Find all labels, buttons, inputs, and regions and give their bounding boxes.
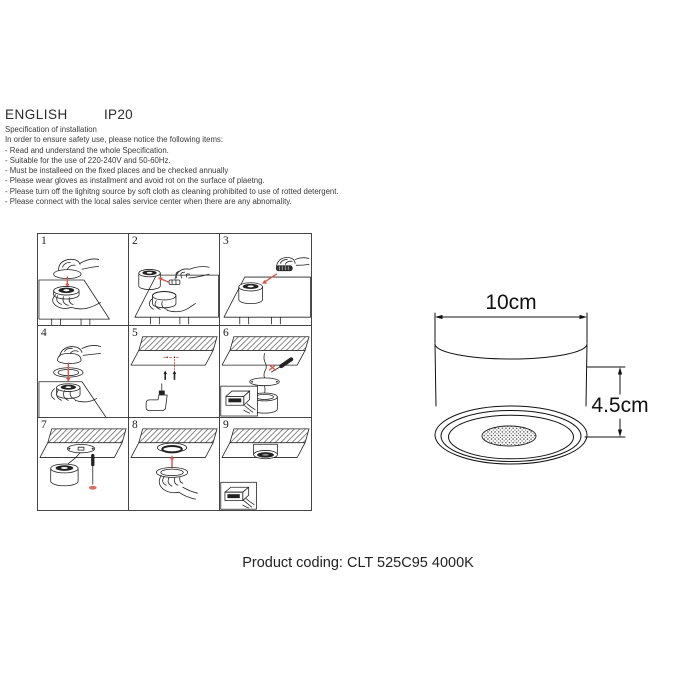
spec-item: - Must be installeed on the fixed places… — [5, 166, 229, 176]
product-coding: Product coding: CLT 525C95 4000K — [242, 555, 474, 571]
height-dimension-label: 4.5cm — [591, 394, 648, 417]
step-5-drawing — [130, 336, 218, 412]
step-number: 3 — [223, 235, 229, 247]
step-2-panel: 2 — [129, 234, 220, 326]
step-number: 8 — [132, 419, 138, 431]
spec-item: - Please wear gloves as installment and … — [5, 176, 265, 186]
spec-item: - Please turn off the lighitng source by… — [5, 186, 339, 196]
step-3-panel: 3 — [220, 234, 311, 326]
step-number: 2 — [132, 235, 138, 247]
step-4-panel: 4 — [38, 326, 129, 418]
step-number: 5 — [132, 327, 138, 339]
step-1-panel: 1 — [38, 234, 129, 326]
spec-title: Specification of installation — [5, 125, 97, 134]
step-number: 7 — [41, 419, 47, 431]
spec-item: - Please connect with the local sales se… — [5, 197, 292, 207]
step-8-panel: 8 — [129, 418, 220, 510]
step-4-drawing — [38, 345, 107, 417]
step-9-panel: 9 — [220, 418, 311, 510]
width-dimension-label: 10cm — [485, 291, 536, 314]
step-6-panel: 6 — [220, 326, 311, 418]
step-7-drawing — [39, 428, 127, 490]
step-7-panel: 7 — [38, 418, 129, 510]
step-8-drawing — [130, 428, 218, 500]
step-5-panel: 5 — [129, 326, 220, 418]
language-label: ENGLISH — [5, 107, 68, 122]
specification-block: Specification of installation In order t… — [5, 125, 339, 207]
step-number: 1 — [41, 235, 47, 247]
product-dimension-diagram: 10cm 4.5cm — [434, 291, 649, 465]
ip-rating-label: IP20 — [104, 107, 133, 122]
step-2-drawing — [134, 266, 219, 325]
spec-item: - Read and understand the whole Specific… — [5, 145, 169, 155]
spec-intro: In order to ensure safety use, please no… — [5, 135, 224, 145]
step-number: 6 — [223, 327, 229, 339]
led-array — [481, 425, 537, 447]
spec-item: - Suitable for the use of 220-240V and 5… — [5, 155, 171, 165]
step-3-drawing — [223, 257, 311, 325]
step-6-drawing — [220, 336, 310, 417]
step-number: 4 — [41, 327, 47, 339]
installation-steps-grid: 1 2 — [37, 233, 312, 511]
step-1-drawing — [38, 258, 110, 325]
step-9-drawing — [220, 428, 310, 510]
step-number: 9 — [223, 419, 229, 431]
